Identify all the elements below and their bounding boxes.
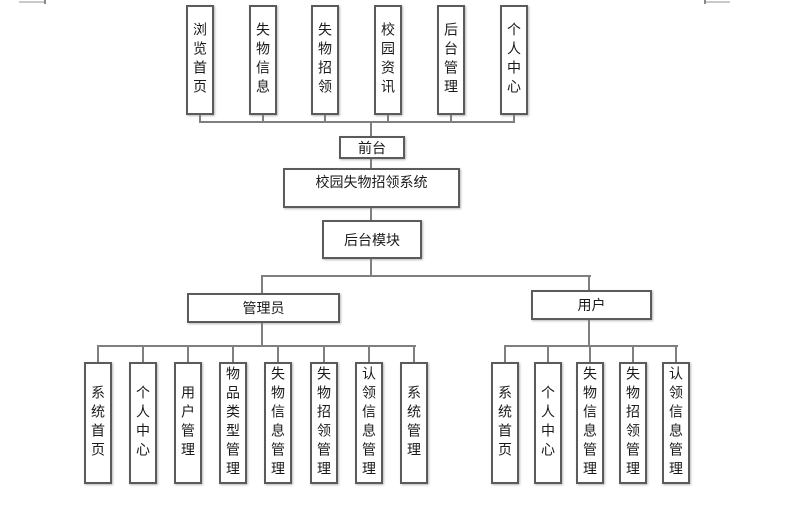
admin-node-system-home: 系统首页 <box>84 362 112 484</box>
node-label: 认领信息管理 <box>668 366 684 480</box>
node-label: 系统管理 <box>406 385 422 461</box>
admin-node-user-management: 用户管理 <box>174 362 202 484</box>
node-label: 用户 <box>577 297 606 313</box>
diagram-title: 校园失物招领系统 <box>315 174 428 190</box>
connector-line <box>588 320 590 345</box>
node-label: 个人中心 <box>540 385 556 461</box>
connector-line <box>187 345 189 362</box>
node-label: 浏览首页 <box>192 22 208 98</box>
connector-line <box>547 345 549 362</box>
node-campus-news: 校园资讯 <box>374 5 402 115</box>
node-label: 失物信息 <box>255 22 271 98</box>
node-backend-module: 后台模块 <box>322 220 422 259</box>
node-label: 认领信息管理 <box>361 366 377 480</box>
admin-node-personal-center: 个人中心 <box>129 362 157 484</box>
connector-line <box>589 345 591 362</box>
connector-line <box>324 115 326 123</box>
edge-artifact-right <box>704 1 730 3</box>
node-admin-role: 管理员 <box>187 293 340 323</box>
connector-line <box>370 121 372 136</box>
node-browse-homepage: 浏览首页 <box>186 5 214 115</box>
connector-line <box>199 115 201 123</box>
edge-artifact-left-tick <box>44 0 46 4</box>
node-personal-center: 个人中心 <box>500 5 528 115</box>
connector-line <box>142 345 144 362</box>
node-label: 前台 <box>358 139 386 156</box>
node-frontend: 前台 <box>339 136 405 159</box>
connector-line <box>413 345 415 362</box>
node-system-root: 校园失物招领系统 <box>283 168 460 208</box>
node-label: 失物招领管理 <box>316 366 332 480</box>
edge-artifact-right-tick <box>704 0 706 4</box>
node-label: 失物信息管理 <box>270 366 286 480</box>
connector-line <box>97 345 416 347</box>
admin-node-claim-info-management: 认领信息管理 <box>355 362 383 484</box>
connector-line <box>261 275 591 277</box>
node-label: 系统首页 <box>497 385 513 461</box>
edge-artifact-left <box>19 1 45 3</box>
admin-node-lost-found-management: 失物招领管理 <box>310 362 338 484</box>
connector-line <box>368 345 370 362</box>
user-node-personal-center: 个人中心 <box>534 362 562 484</box>
connector-line <box>262 115 264 123</box>
node-backend-management: 后台管理 <box>437 5 465 115</box>
connector-line <box>323 345 325 362</box>
node-label: 失物招领管理 <box>625 366 641 480</box>
user-node-claim-info-management: 认领信息管理 <box>662 362 690 484</box>
connector-line <box>450 115 452 123</box>
connector-line <box>588 275 590 290</box>
node-label: 物品类型管理 <box>225 366 241 480</box>
user-node-lost-found-management: 失物招领管理 <box>619 362 647 484</box>
node-lost-item-info: 失物信息 <box>249 5 277 115</box>
connector-line <box>504 345 506 362</box>
connector-line <box>632 345 634 362</box>
admin-node-system-management: 系统管理 <box>400 362 428 484</box>
connector-line <box>513 115 515 123</box>
node-label: 个人中心 <box>135 385 151 461</box>
user-node-lost-info-management: 失物信息管理 <box>576 362 604 484</box>
connector-line <box>232 345 234 362</box>
node-label: 失物信息管理 <box>582 366 598 480</box>
node-label: 后台管理 <box>443 22 459 98</box>
node-user-role: 用户 <box>531 290 652 320</box>
connector-line <box>277 345 279 362</box>
admin-node-lost-info-management: 失物信息管理 <box>264 362 292 484</box>
node-label: 管理员 <box>242 300 285 316</box>
connector-line <box>504 345 678 347</box>
node-lost-and-found: 失物招领 <box>311 5 339 115</box>
node-label: 失物招领 <box>317 22 333 98</box>
connector-line <box>370 259 372 276</box>
connector-line <box>97 345 99 362</box>
node-label: 个人中心 <box>506 22 522 98</box>
user-node-system-home: 系统首页 <box>491 362 519 484</box>
node-label: 用户管理 <box>180 385 196 461</box>
connector-line <box>387 115 389 123</box>
node-label: 校园资讯 <box>380 22 396 98</box>
connector-line <box>370 208 372 220</box>
connector-line <box>261 275 263 293</box>
admin-node-item-type-management: 物品类型管理 <box>219 362 247 484</box>
connector-line <box>261 323 263 345</box>
node-label: 后台模块 <box>344 231 400 248</box>
connector-line <box>199 121 515 123</box>
connector-line <box>675 345 677 362</box>
connector-line <box>370 159 372 168</box>
node-label: 系统首页 <box>90 385 106 461</box>
